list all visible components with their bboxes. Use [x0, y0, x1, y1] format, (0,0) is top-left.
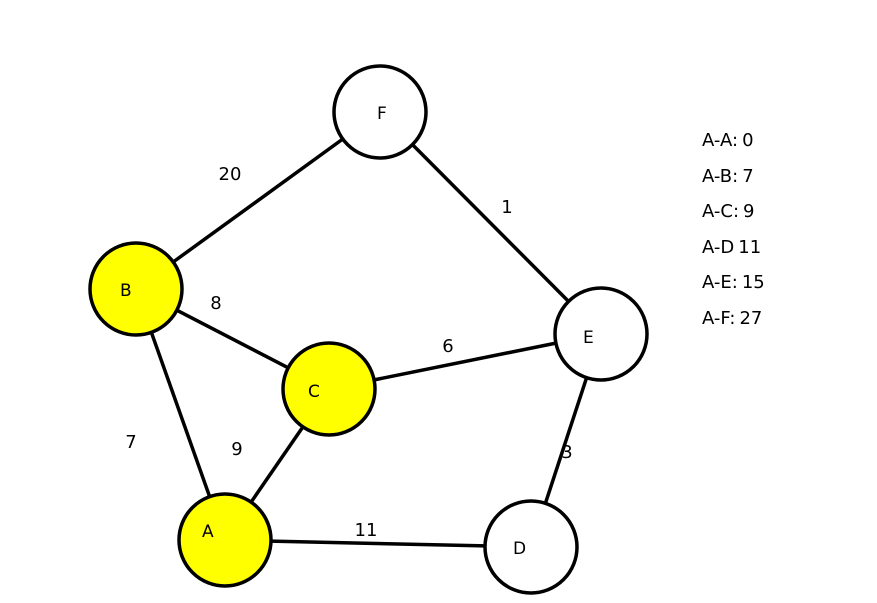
edge-b-f [172, 137, 344, 264]
distance-label: A-D [702, 236, 735, 258]
node-e: E [553, 286, 649, 382]
distance-label: A-C: [702, 201, 740, 222]
edges-layer [149, 137, 589, 548]
node-label-e: E [583, 328, 594, 348]
node-circle-e [553, 286, 649, 382]
edge-weight-e-d: 3 [561, 442, 572, 463]
node-circle-a [177, 492, 273, 588]
edge-b-a [149, 331, 212, 498]
node-label-a: A [202, 522, 214, 542]
distance-value: 27 [739, 307, 763, 329]
edge-e-d [543, 377, 589, 504]
node-label-d: D [513, 539, 526, 559]
edge-weight-c-a: 9 [231, 439, 242, 460]
distance-label: A-A: [702, 130, 739, 151]
edge-c-e [373, 341, 557, 382]
distance-value: 9 [743, 201, 755, 222]
node-label-c: C [308, 382, 320, 402]
node-label-f: F [377, 104, 387, 124]
distance-item-a-c: A-C:9 [702, 199, 765, 235]
edge-weight-f-e: 1 [501, 197, 512, 218]
distance-item-a-a: A-A:0 [702, 128, 765, 164]
nodes-layer: F B C E A D [88, 64, 649, 595]
node-b: B [88, 241, 184, 337]
node-f: F [332, 64, 428, 160]
edge-weight-b-c: 8 [210, 293, 221, 314]
edge-f-e [411, 143, 570, 303]
edge-a-d [270, 539, 486, 548]
node-label-b: B [120, 281, 132, 301]
edge-weight-b-f: 20 [219, 164, 242, 185]
node-a: A [177, 492, 273, 588]
distance-value: 7 [742, 165, 754, 187]
distance-item-a-e: A-E:15 [702, 270, 765, 306]
distance-label: A-E: [702, 272, 738, 293]
node-circle-f [332, 64, 428, 160]
distance-item-a-b: A-B:7 [702, 164, 765, 200]
node-circle-b [88, 241, 184, 337]
node-circle-c [281, 341, 377, 437]
distance-value: 11 [738, 236, 762, 258]
distance-item-a-f: A-F:27 [702, 306, 765, 342]
edge-weight-b-a: 7 [125, 432, 136, 453]
distance-label: A-F: [702, 307, 736, 329]
weights-layer: 20 1 8 6 7 9 3 11 [125, 164, 572, 541]
distance-value: 15 [741, 272, 765, 293]
node-c: C [281, 341, 377, 437]
edge-weight-a-d: 11 [355, 520, 378, 541]
edge-weight-c-e: 6 [442, 336, 453, 357]
distance-label: A-B: [702, 165, 739, 187]
edge-b-c [175, 308, 290, 370]
node-d: D [483, 499, 579, 595]
node-circle-d [483, 499, 579, 595]
distance-value: 0 [742, 130, 754, 151]
edge-c-a [249, 425, 305, 504]
